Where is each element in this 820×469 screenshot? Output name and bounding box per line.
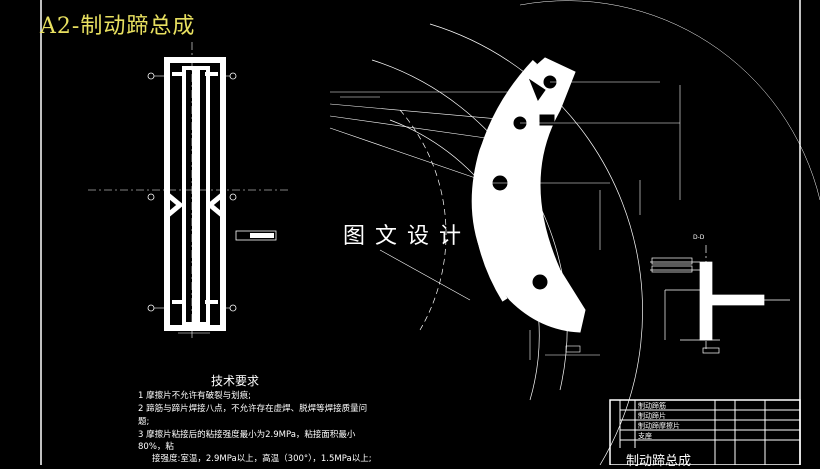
requirement-line: 接强度:室温，2.9MPa以上，高温（300°），1.5MPa以上; <box>152 454 372 464</box>
title-block-name: 制动蹄总成 <box>626 454 692 469</box>
dimension-lines <box>329 81 681 360</box>
section-view-dd <box>650 245 790 354</box>
title-block-row: 制动蹄筋 <box>638 402 666 410</box>
requirement-line: 2 蹄筋与蹄片焊接八点，不允许存在虚焊、脱焊等焊接质量问 <box>138 404 368 414</box>
requirement-line: 3 摩擦片粘接后的粘接强度最小为2.9MPa，粘接面积最小 <box>138 430 356 440</box>
requirement-line: 题; <box>138 417 150 427</box>
requirement-line: 80%，粘 <box>138 442 174 452</box>
title-block-rows: 制动蹄筋 制动蹄片 制动蹄摩擦片 支座 <box>638 401 680 441</box>
section-label: D-D <box>693 234 705 241</box>
front-view <box>88 42 290 340</box>
title-block-row: 支座 <box>638 432 652 440</box>
title-block-row: 制动蹄摩擦片 <box>638 422 680 430</box>
technical-requirements-heading: 技术要求 <box>211 374 260 388</box>
brake-shoe-profile <box>471 57 586 333</box>
requirement-line: 1 摩擦片不允许有破裂与划痕; <box>138 391 251 401</box>
title-block-lines <box>609 399 801 465</box>
watermark-text: 图文设计 <box>343 224 472 249</box>
title-block-row: 制动蹄片 <box>638 412 666 420</box>
drawing-title: A2-制动蹄总成 <box>40 14 196 39</box>
